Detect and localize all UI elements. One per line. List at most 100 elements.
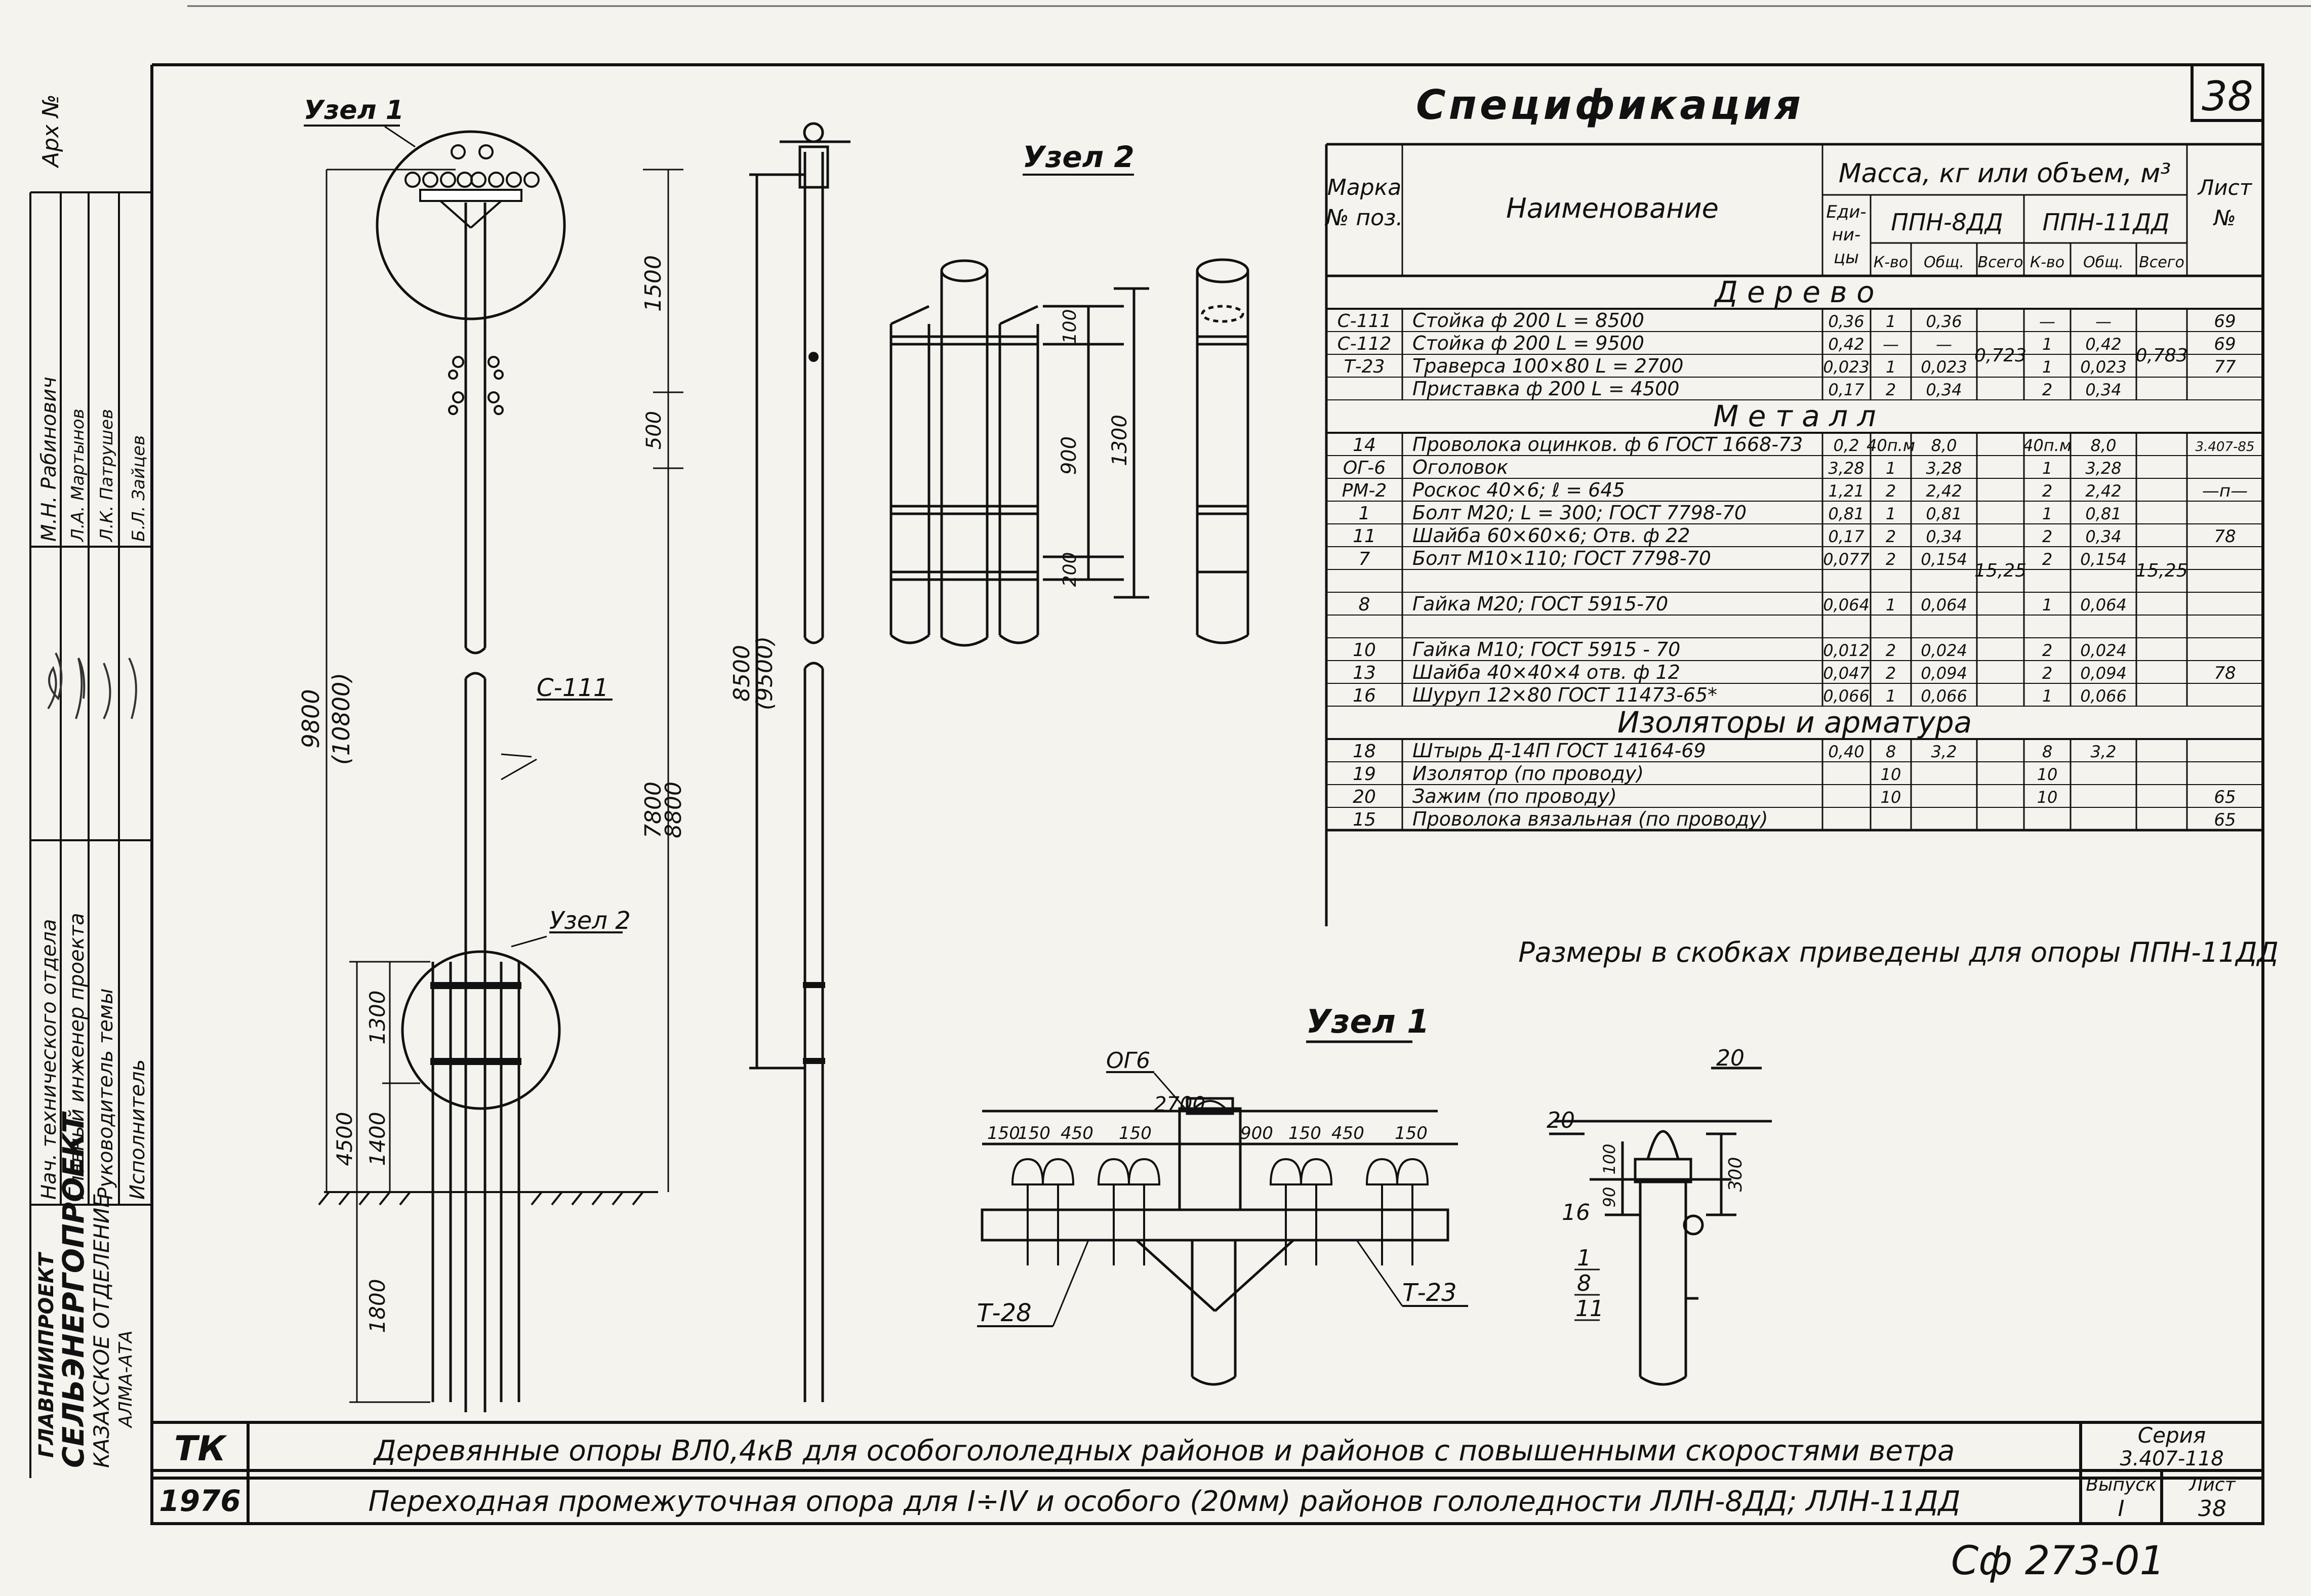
row-sheet: 78 [2214,526,2236,547]
dim-u1-900: 900 [1240,1123,1273,1143]
uzel1-insulators [1011,1100,1429,1265]
label-16: 16 [1562,1200,1590,1225]
row-t11: 0,154 [2080,550,2127,569]
row-q11: 1 [2042,459,2052,478]
row-t8: 0,81 [1926,504,1962,523]
row-q8: 1 [1886,357,1896,377]
row-sheet: 65 [2214,810,2236,830]
row-name: Болт М20; L = 300; ГОСТ 7798-70 [1412,502,1747,524]
row-name: Штырь Д-14П ГОСТ 14164-69 [1412,740,1706,762]
row-sheet: 78 [2214,663,2236,683]
row-mark: 10 [1353,640,1376,661]
row-t11: 2,42 [2085,481,2121,501]
row-name: Гайка М20; ГОСТ 5915-70 [1412,593,1668,615]
title-year: 1976 [159,1484,240,1518]
row-mark: РМ-2 [1342,480,1387,501]
dim-1800: 1800 [365,1279,390,1333]
row-unit: 0,42 [1828,335,1864,354]
dim-u1-150c: 150 [1119,1123,1152,1143]
title-sheet-label: Лист [2188,1475,2236,1495]
row-name: Траверса 100×80 L = 2700 [1412,355,1683,377]
row-unit: 0,047 [1823,664,1870,683]
row-t8: 3,2 [1931,742,1957,761]
row-t8: 0,023 [1921,357,1967,377]
row-t8: — [1936,335,1952,354]
hdr-mark: Марка [1327,175,1401,200]
name-1: М.Н. Рабинович [37,377,61,542]
group-total-11: 0,783 [2135,345,2187,366]
row-q11: 1 [2042,595,2052,615]
row-mark: Т-23 [1344,356,1385,377]
hdr-sheet-no: № [2213,206,2236,230]
row-t8: 8,0 [1931,436,1957,455]
row-mark: 8 [1359,594,1370,615]
row-q8: 2 [1886,641,1896,660]
hdr-sheet: Лист [2197,175,2253,200]
row-mark: 13 [1353,663,1376,683]
row-q11: — [2039,312,2055,331]
hdr-sub: К-во [1874,254,1908,271]
org-4: АЛМА-АТА [115,1330,136,1428]
dim-1300: 1300 [365,991,390,1045]
row-mark: 16 [1353,685,1376,706]
row-t11: — [2095,312,2112,331]
row-name: Проволока оцинков. ф 6 ГОСТ 1668-73 [1412,433,1803,456]
uzel1-spacing-dims: 150 150 450 150 900 150 450 150 [987,1123,1428,1143]
sheet-number-box: 38 [2191,63,2264,122]
row-t11: 3,2 [2091,742,2117,761]
org-3: КАЗАХСКОЕ ОТДЕЛЕНИЕ [89,1194,114,1468]
top-insulators [404,144,540,188]
uzel1-detail: Узел 1 ОГ6 [977,1003,1468,1386]
dim-7800: 7800 [640,782,666,838]
row-q11: 2 [2042,641,2052,660]
left-strip: Арх № Нач. технического отдела Главный и… [29,94,152,1478]
signatures [47,652,137,719]
uzel1-top-label: Узел 1 [304,95,404,126]
row-t8: 0,34 [1926,380,1962,399]
dim-u1s-100: 100 [1600,1143,1619,1174]
row-unit: 0,066 [1823,686,1870,706]
row-sheet: 65 [2214,787,2236,807]
dim-500: 500 [642,411,666,449]
uzel1-side-detail: 20 20 100 90 300 16 1 8 11 [1547,1045,1772,1386]
dim-u1-150b: 150 [1018,1123,1050,1143]
row-q8: 1 [1886,686,1896,706]
row-name: Шайба 60×60×6; Отв. ф 22 [1412,524,1690,547]
uzel2-detail-title: Узел 2 [1023,140,1134,174]
label-20-left: 20 [1547,1108,1575,1133]
row-q11: 8 [2042,742,2052,761]
row-mark: 18 [1353,741,1376,762]
dim-10800: (10800) [328,673,355,765]
series-value: 3.407-118 [2120,1447,2223,1470]
row-unit: 3,28 [1828,459,1864,478]
hdr-sub: Всего [1978,254,2023,271]
row-name: Стойка ф 200 L = 8500 [1412,309,1644,332]
row-q8: 8 [1886,742,1896,761]
row-mark: 15 [1353,809,1376,830]
hdr-sub: К-во [2030,254,2064,271]
row-mark: 19 [1353,764,1376,785]
row-name: Роскос 40×6; ℓ = 645 [1412,479,1625,501]
uzel1-circle [376,130,566,320]
uzel2-detail: Узел 2 [889,140,1249,647]
label-8: 8 [1577,1271,1591,1296]
row-unit: 0,17 [1828,527,1864,546]
hdr-sub: Всего [2139,254,2184,271]
dim-u2-200: 200 [1060,552,1080,587]
row-mark: 7 [1359,549,1370,569]
label-t28: Т-28 [977,1299,1032,1327]
row-sheet: 69 [2214,311,2236,332]
row-t8: 3,28 [1926,459,1962,478]
row-name: Проволока вязальная (по проводу) [1412,808,1768,830]
row-t11: 0,094 [2080,664,2127,683]
pole-side-view: 8500 (9500) [729,122,850,1402]
row-q11: 1 [2042,357,2052,377]
row-t11: 0,81 [2085,504,2121,523]
dim-u1-450a: 450 [1061,1123,1093,1143]
row-name: Шайба 40×40×4 отв. ф 12 [1412,661,1680,683]
hdr-sub: Общ. [1924,254,1964,271]
dim-1400: 1400 [365,1112,390,1166]
row-q8: 1 [1886,595,1896,615]
